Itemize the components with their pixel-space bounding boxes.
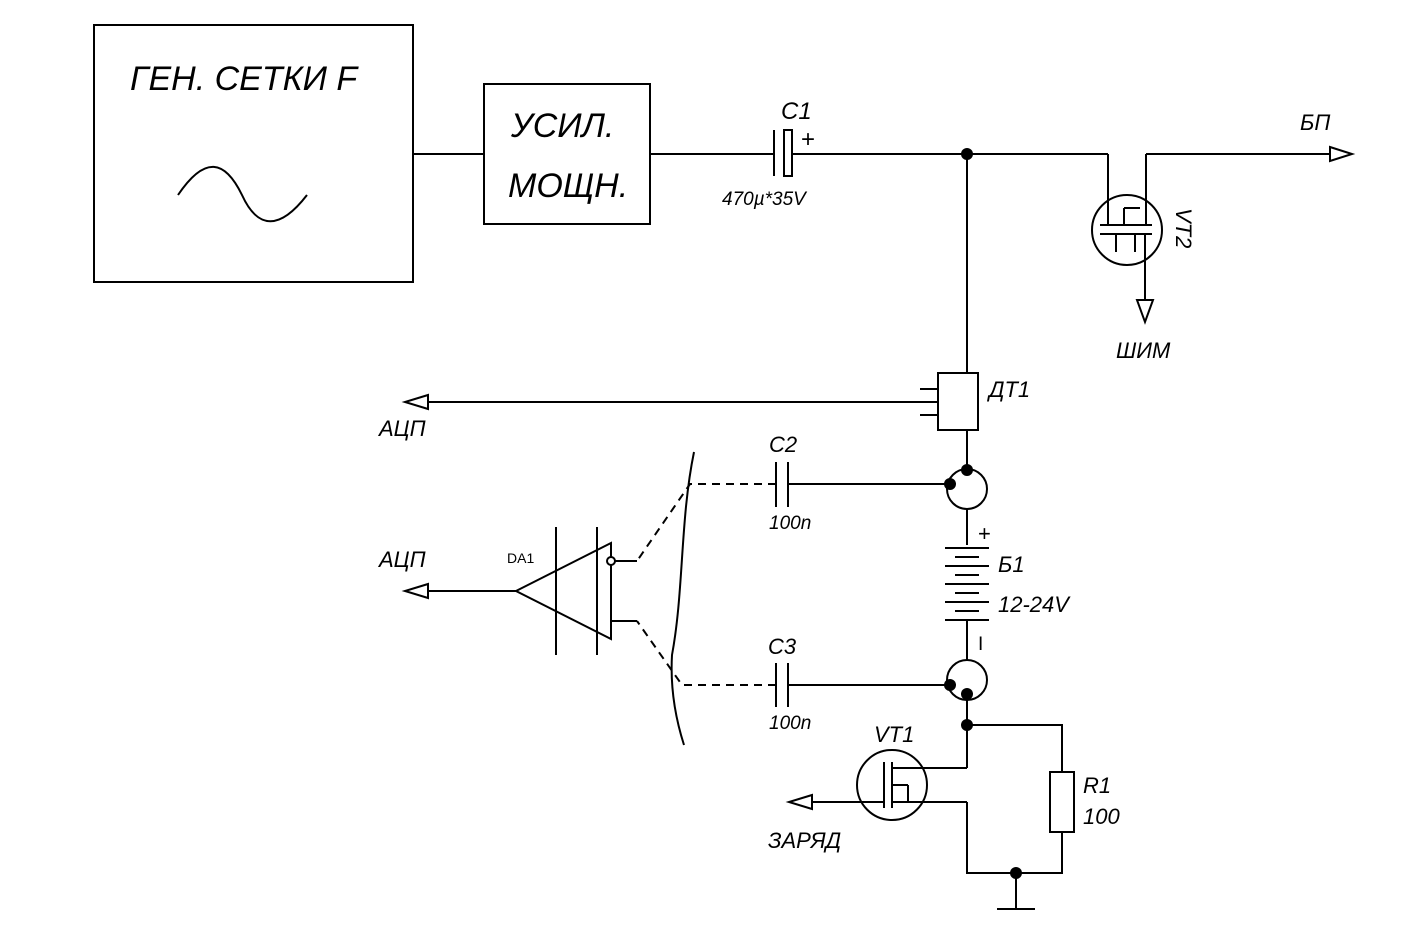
dashed-c2-opamp <box>636 483 776 562</box>
generator-label: ГЕН. СЕТКИ F <box>130 60 359 98</box>
r1-name: R1 <box>1083 773 1111 798</box>
c1-name: C1 <box>781 98 812 125</box>
opamp-da1: DA1 <box>428 527 637 655</box>
wire-r1-bottom <box>966 802 1063 874</box>
adc-top-arrow-icon <box>401 393 429 411</box>
opamp-name: DA1 <box>507 550 534 566</box>
port-pwm: ШИМ <box>1116 338 1171 363</box>
c1-value: 470µ*35V <box>722 189 808 210</box>
c2-value: 100n <box>769 513 811 534</box>
charge-arrow-icon <box>785 793 813 811</box>
amplifier-label-line2: МОЩН. <box>508 167 628 205</box>
generator-block: ГЕН. СЕТКИ F <box>93 24 414 283</box>
port-adc-top: АЦП <box>377 416 426 441</box>
capacitor-c3: C3 100n <box>768 634 950 734</box>
psu-arrow-icon <box>1329 145 1356 163</box>
battery-voltage: 12-24V <box>998 592 1071 617</box>
pwm-arrow-icon <box>1135 299 1155 325</box>
adc-bottom-arrow-icon <box>401 582 429 600</box>
dt1-name: ДТ1 <box>986 377 1030 402</box>
break-line <box>670 451 695 746</box>
transistor-vt2: VT2 <box>1091 153 1330 300</box>
battery-name: Б1 <box>998 552 1025 577</box>
capacitor-c1: C1 + 470µ*35V <box>722 98 815 210</box>
c3-name: C3 <box>768 634 797 659</box>
vt1-name: VT1 <box>874 722 914 747</box>
wire-r1-top <box>967 724 1063 772</box>
battery-b1: + Б1 12-24V I <box>945 521 1071 655</box>
port-adc-bottom: АЦП <box>377 547 426 572</box>
port-psu: БП <box>1300 110 1330 135</box>
capacitor-c2: C2 100n <box>769 432 950 534</box>
c1-polarity: + <box>801 126 815 153</box>
c3-value: 100n <box>769 713 811 734</box>
r1-value: 100 <box>1083 804 1120 829</box>
amplifier-label-line1: УСИЛ. <box>510 107 614 145</box>
port-charge: ЗАРЯД <box>768 828 841 853</box>
sine-wave-icon <box>177 165 308 223</box>
battery-plus: + <box>978 521 991 546</box>
resistor-r1: R1 100 <box>1049 771 1120 833</box>
vt2-name: VT2 <box>1171 208 1196 248</box>
transistor-vt1: VT1 <box>812 722 967 821</box>
battery-minus: I <box>978 634 983 655</box>
power-amplifier-block: УСИЛ. МОЩН. <box>483 83 651 225</box>
dashed-c3-opamp <box>636 620 776 686</box>
c2-name: C2 <box>769 432 797 457</box>
